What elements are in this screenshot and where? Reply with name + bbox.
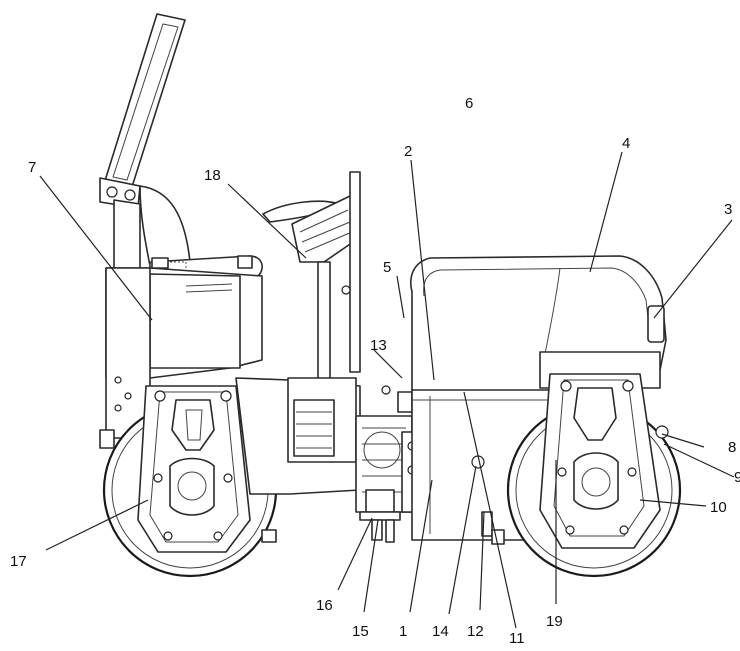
callout-14: 14: [432, 623, 449, 640]
leader-9: [663, 443, 735, 478]
leader-1: [409, 479, 433, 613]
callout-17: 17: [10, 553, 27, 570]
callout-18: 18: [204, 167, 221, 184]
leader-13: [373, 349, 403, 379]
leader-2: [410, 159, 435, 381]
rear-body: [105, 267, 263, 439]
callout-7: 7: [28, 159, 36, 176]
callout-19: 19: [546, 613, 563, 630]
callout-13: 13: [370, 337, 387, 354]
leader-16: [337, 517, 373, 591]
leader-12: [479, 511, 485, 611]
leader-8: [661, 433, 705, 448]
callout-12: 12: [467, 623, 484, 640]
callout-11: 11: [509, 630, 525, 646]
callout-15: 15: [352, 623, 369, 640]
center-frame: [235, 377, 417, 543]
front-drum: [491, 373, 682, 578]
callout-6: 6: [465, 95, 473, 112]
leader-5: [396, 275, 405, 319]
leader-7: [39, 175, 153, 321]
leader-15: [363, 519, 379, 613]
leader-11: [463, 391, 517, 629]
leader-18: [227, 183, 307, 259]
callout-labels: 1 2 3 4 5 6 7 8 9 10 11 12 13 14 15 16 1…: [10, 95, 740, 647]
leader-3: [653, 219, 733, 319]
callout-9: 9: [734, 469, 740, 486]
callout-2: 2: [404, 143, 412, 160]
leader-17: [45, 499, 149, 551]
callout-4: 4: [622, 135, 630, 152]
callout-3: 3: [724, 201, 732, 218]
leader-10: [639, 499, 707, 507]
rear-drum: [99, 385, 278, 578]
callout-1: 1: [399, 623, 407, 640]
steering-console: [262, 171, 361, 386]
operator-seat: [139, 185, 263, 281]
callout-16: 16: [316, 597, 333, 614]
leader-4: [589, 151, 623, 273]
callout-10: 10: [710, 499, 727, 516]
leader-lines: [39, 151, 735, 629]
leader-14: [448, 465, 477, 615]
callout-5: 5: [383, 259, 391, 276]
callout-8: 8: [728, 439, 736, 456]
